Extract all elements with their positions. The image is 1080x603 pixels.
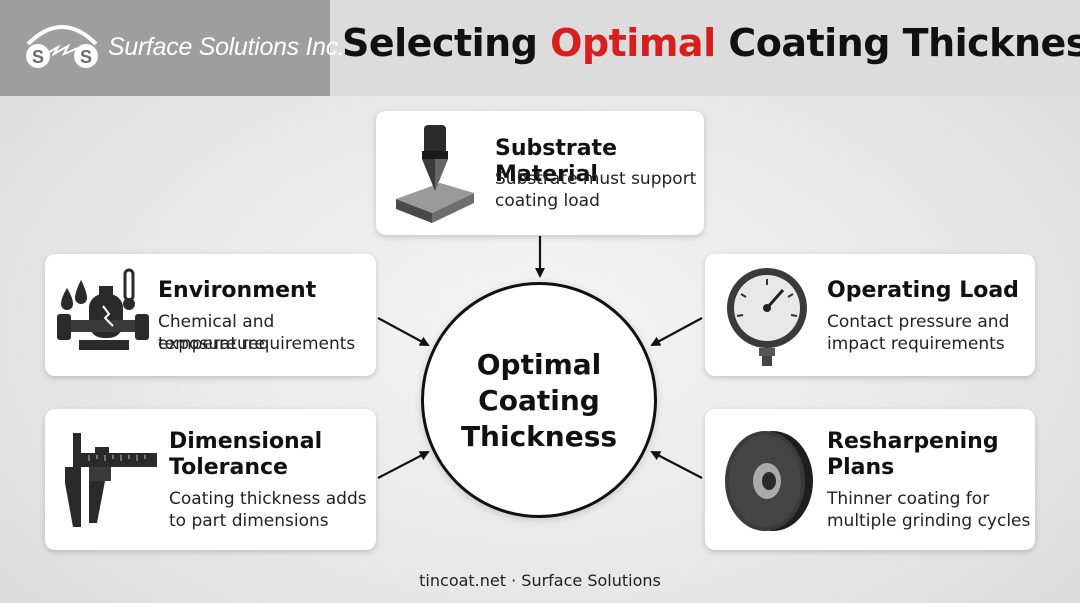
logo-text: Surface Solutions Inc. [108, 33, 345, 61]
arrow-operating-load [650, 317, 703, 346]
card-title: Operating Load [827, 278, 1019, 303]
center-node: Optimal Coating Thickness [421, 282, 657, 518]
center-label: Optimal Coating Thickness [424, 347, 654, 455]
card-desc-line-1: Contact pressure and [827, 312, 1010, 332]
footer: tincoat.net · Surface Solutions [419, 571, 661, 590]
card-desc-line-1: Chemical and temperature [158, 312, 275, 354]
card-dimensional-tolerance: Dimensional Tolerance Coating thickness … [45, 409, 376, 550]
title-part-1: Selecting [342, 21, 551, 65]
card-desc-line-2: multiple grinding cycles [827, 511, 1031, 531]
title-highlight: Optimal [550, 21, 716, 65]
card-title-line-1: Resharpening [827, 429, 999, 454]
arrow-environment [377, 317, 430, 346]
arrow-resharpening [650, 451, 703, 479]
caliper-icon [65, 433, 157, 527]
card-desc-line-2: coating load [495, 191, 600, 211]
card-desc-line-2: exposure requirements [158, 334, 356, 354]
card-title-line-1: Dimensional [169, 429, 323, 454]
chemical-tank-icon [57, 268, 149, 350]
card-title-line-2: Plans [827, 455, 895, 480]
card-resharpening-plans: Resharpening Plans Thinner coating for m… [705, 409, 1035, 550]
card-desc-line-1: Coating thickness adds [169, 489, 367, 509]
center-label-line-2: Coating [478, 384, 600, 417]
title-part-2: Coating Thickness [715, 21, 1080, 65]
logo-arc-icon: S S [26, 25, 98, 68]
card-substrate-material: Substrate Material Substrate must suppor… [376, 111, 704, 235]
card-desc-line-1: Substrate must support [495, 169, 697, 189]
card-title: Environment [158, 278, 317, 303]
card-desc-line-1: Thinner coating for [827, 489, 990, 509]
arrow-dimensional [377, 451, 430, 479]
header: S S Surface Solutions Inc. Selecting Opt… [0, 0, 1080, 96]
grinding-wheel-icon [725, 431, 813, 531]
card-title-line-2: Tolerance [169, 455, 288, 480]
page-title: Selecting Optimal Coating Thickness [342, 21, 1080, 65]
card-title: Substrate Material [495, 136, 617, 187]
logo-letter-right: S [80, 47, 92, 67]
card-desc-line-2: to part dimensions [169, 511, 329, 531]
indenter-icon [396, 125, 474, 223]
pressure-gauge-icon [727, 268, 807, 366]
card-environment: Environment Chemical and temperature exp… [45, 254, 376, 376]
center-label-line-3: Thickness [460, 420, 618, 453]
logo-letter-left: S [32, 47, 44, 67]
card-operating-load: Operating Load Contact pressure and impa… [705, 254, 1035, 376]
center-label-line-1: Optimal [476, 348, 602, 381]
logo: S S Surface Solutions Inc. [0, 0, 345, 96]
card-desc-line-2: impact requirements [827, 334, 1005, 354]
